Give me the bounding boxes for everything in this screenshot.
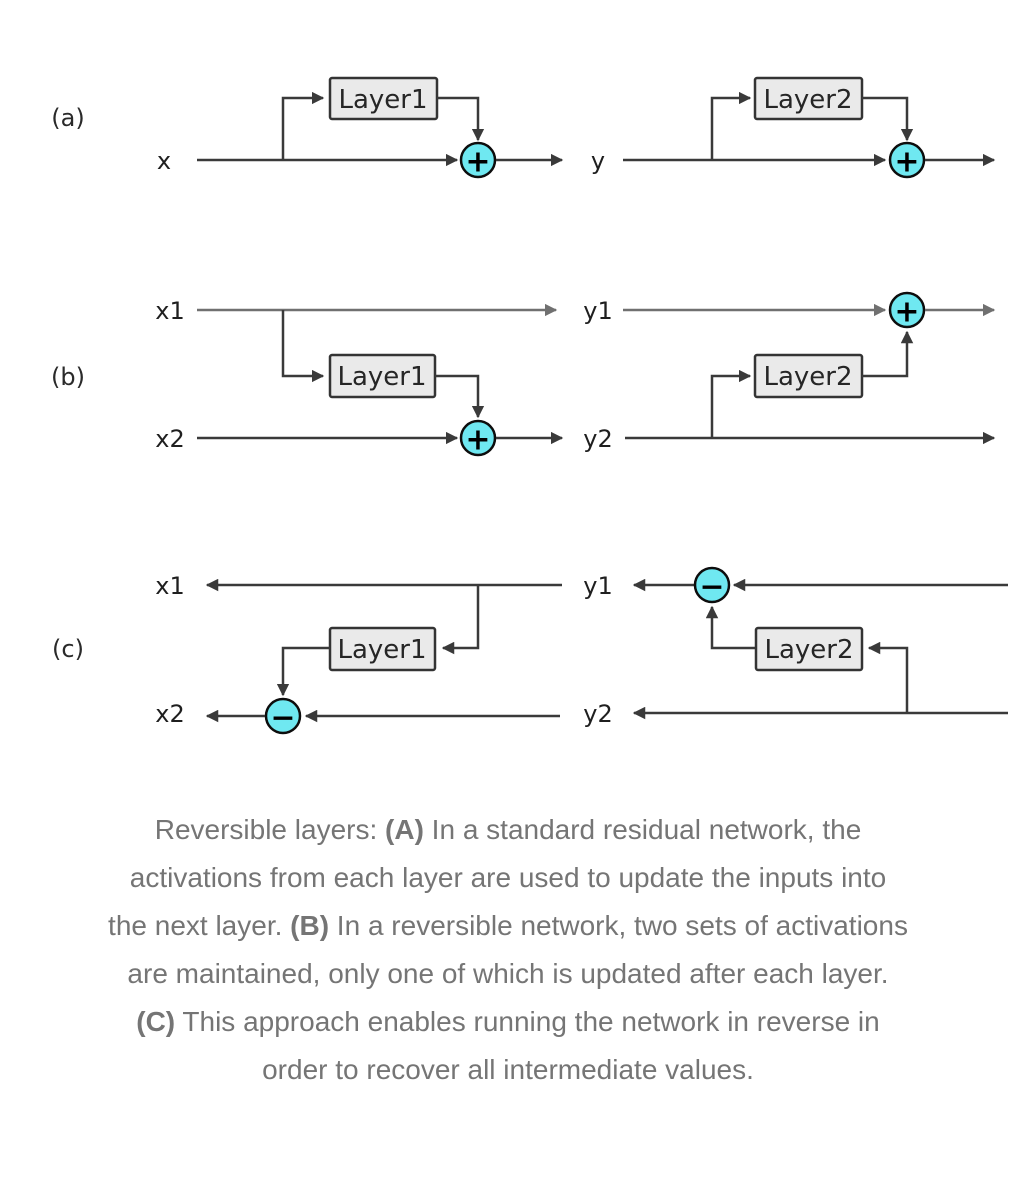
flow-branch-to-layer1 [441,585,480,655]
layer1-box-label: Layer1 [337,635,426,665]
panel-b-x2-label: x2 [155,425,184,453]
layer2-box [754,626,864,672]
flow-layer1-to-add1 [435,374,485,419]
flow-branch-to-layer2 [710,369,752,438]
layer2-box-label: Layer2 [763,85,852,115]
panel-c: (c) x1 x2 Layer1 − y1 y2 − Layer2 [52,566,1008,736]
layer2-box-label: Layer2 [763,362,852,392]
layer1-box-label: Layer1 [337,362,426,392]
add-symbol: + [894,295,919,330]
flow-layer2-to-sub2 [705,605,756,650]
panel-c-x2-label: x2 [155,700,184,728]
panel-b-x1-label: x1 [155,297,184,325]
add-circle [888,291,926,329]
panel-a-label: (a) [51,104,84,132]
caption-line: order to recover all intermediate values… [0,1046,1016,1094]
flow-branch-to-layer2 [867,641,909,713]
caption-text: Reversible layers: [154,814,386,845]
caption-bold-marker: (A) [385,814,424,845]
caption-line: Reversible layers: (A) In a standard res… [0,806,1016,854]
reversible-layers-diagram: (a) x Layer1 + y Layer2 + (b) x1 x2 [51,76,1008,736]
add-symbol: + [894,145,919,180]
layer1-box-label: Layer1 [338,85,427,115]
panel-a-y-label: y [591,147,605,175]
caption-text: are maintained, only one of which is upd… [127,958,889,989]
add-symbol: + [465,145,490,180]
flow-branch-to-layer2 [710,91,752,160]
caption-text: In a reversible network, two sets of act… [329,910,908,941]
caption-line: the next layer. (B) In a reversible netw… [0,902,1016,950]
caption-text: activations from each layer are used to … [129,862,887,893]
caption-bold-marker: (C) [136,1006,176,1037]
caption-line: are maintained, only one of which is upd… [0,950,1016,998]
add-symbol: + [465,423,490,458]
flow-layer1-to-add1 [437,96,485,142]
panel-c-y1-label: y1 [583,572,612,600]
panel-c-y2-label: y2 [583,700,612,728]
add-circle [459,141,497,179]
flow-layer1-to-sub1 [276,646,330,697]
layer2-box-label: Layer2 [764,635,853,665]
add-circle [888,141,926,179]
panel-a: (a) x Layer1 + y Layer2 + [51,76,996,180]
panel-b: (b) x1 x2 Layer1 + y1 y2 Layer2 + [51,291,996,458]
flow-layer2-to-add2 [862,330,914,378]
panel-c-x1-label: x1 [155,572,184,600]
panel-b-y1-label: y1 [583,297,612,325]
caption-line: (C) This approach enables running the ne… [0,998,1016,1046]
flow-branch-to-layer1 [281,310,325,383]
caption-bold-marker: (B) [290,910,330,941]
flow-branch-to-layer1 [281,91,325,160]
panel-b-label: (b) [51,363,85,391]
subtract-symbol: − [270,701,295,736]
caption-text: the next layer. [108,910,291,941]
caption-text: In a standard residual network, the [423,814,862,845]
panel-c-label: (c) [52,635,84,663]
panel-a-x-label: x [157,147,171,175]
subtract-symbol: − [699,570,724,605]
caption-text: This approach enables running the networ… [175,1006,880,1037]
subtract-circle [264,697,302,735]
panel-b-y2-label: y2 [583,425,612,453]
figure-caption: Reversible layers: (A) In a standard res… [0,806,1016,1094]
add-circle [459,419,497,457]
subtract-circle [693,566,731,604]
caption-line: activations from each layer are used to … [0,854,1016,902]
flow-layer2-to-add2 [862,96,914,142]
caption-text: order to recover all intermediate values… [262,1054,754,1085]
